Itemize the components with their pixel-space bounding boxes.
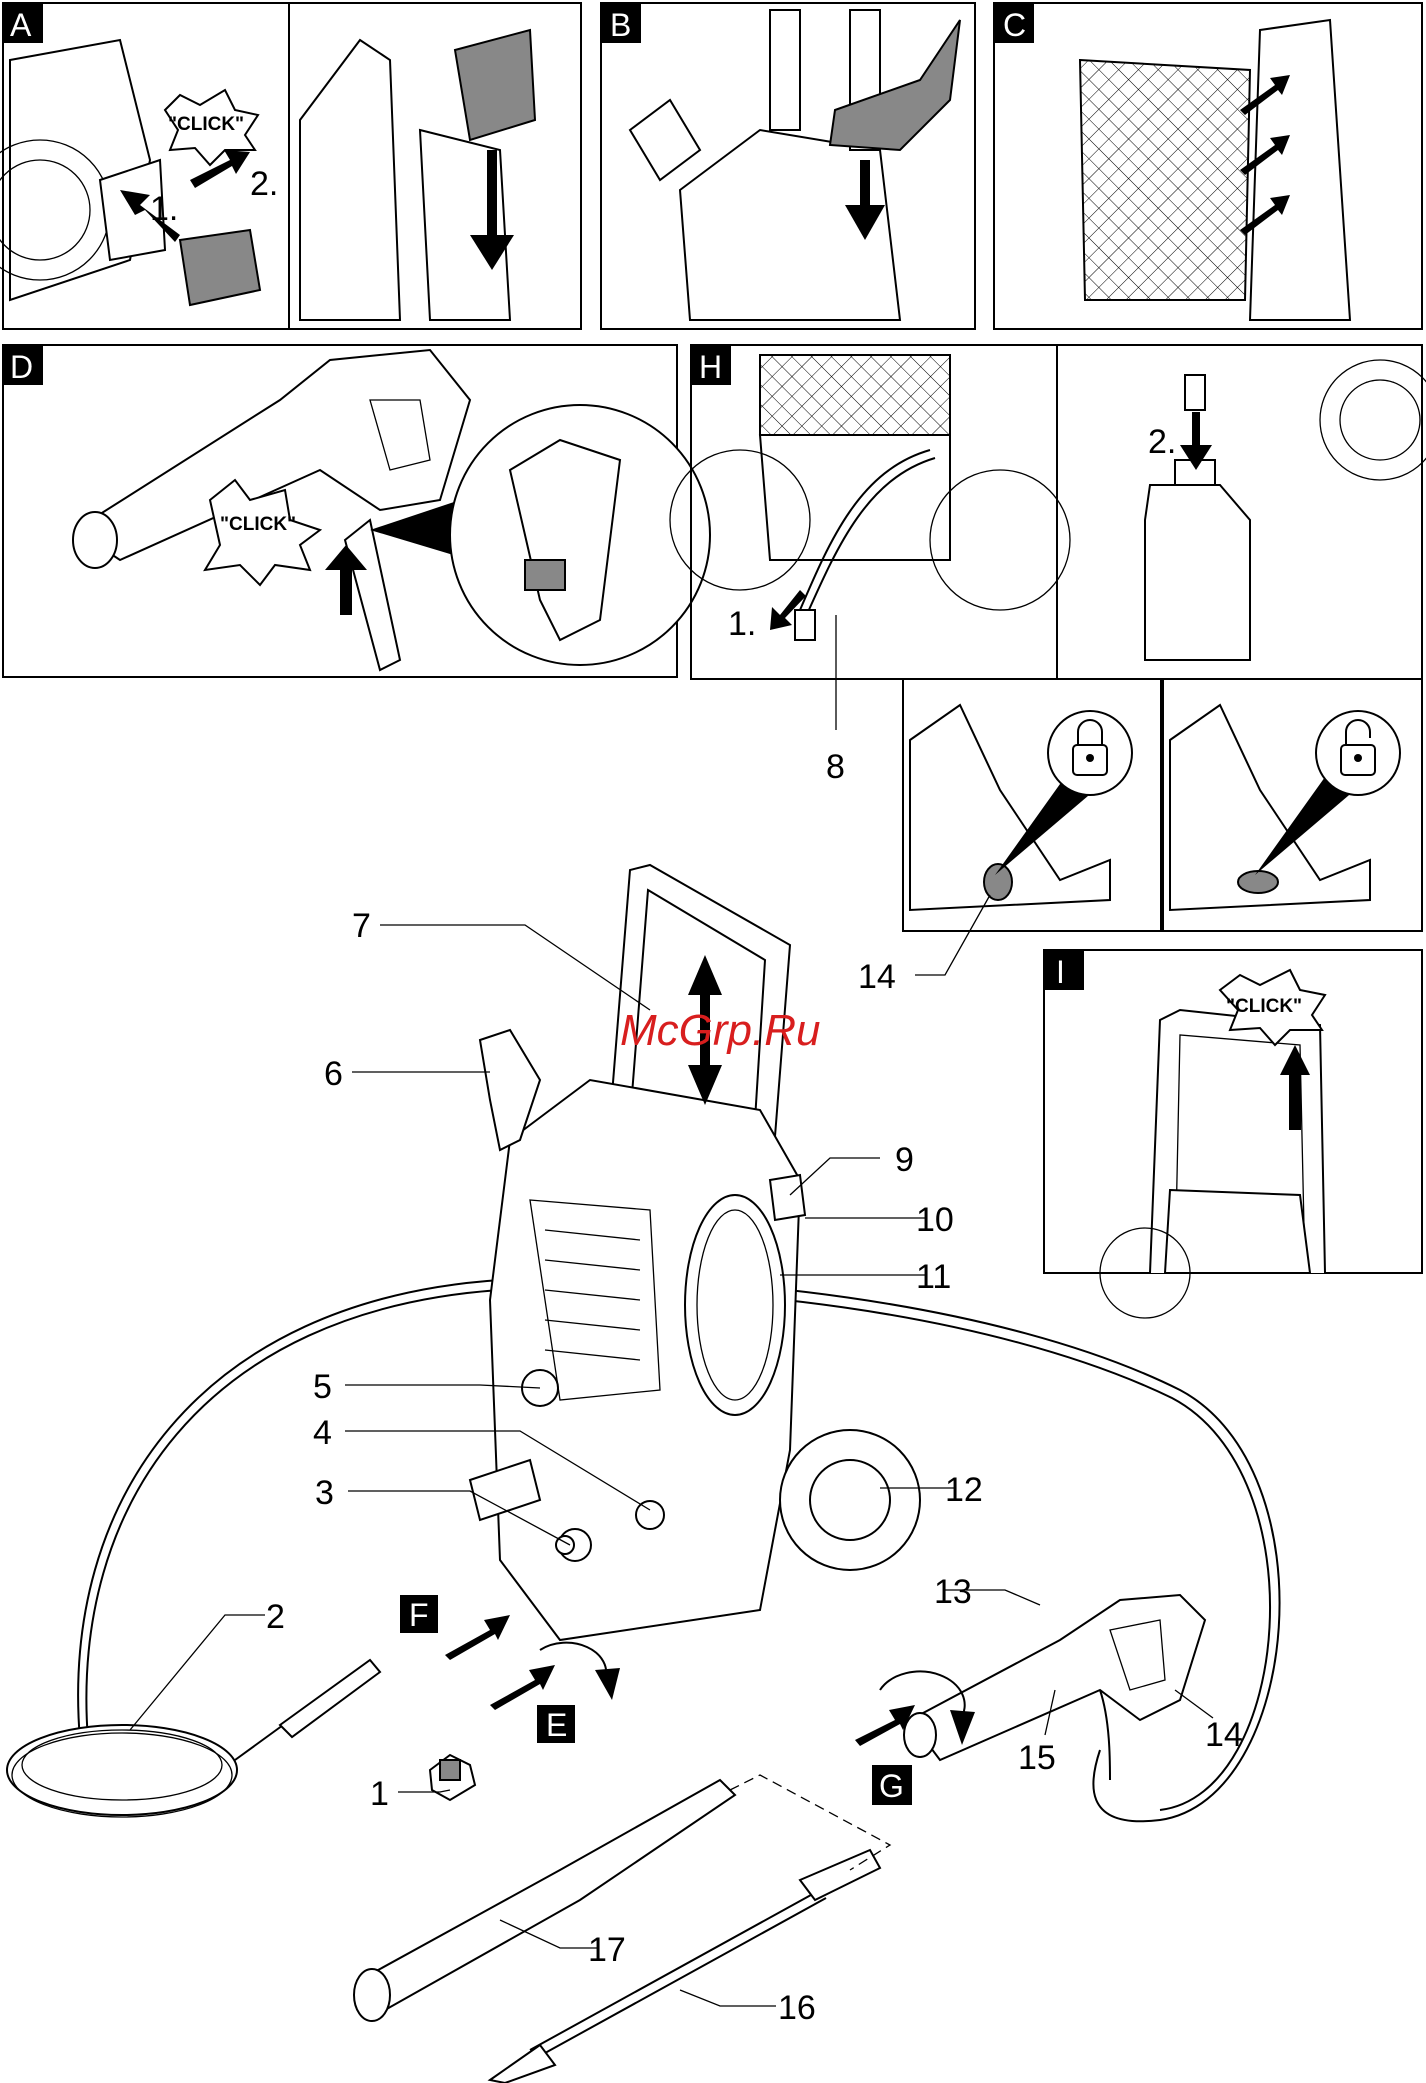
callout-11: 11 bbox=[916, 1258, 951, 1296]
step-1: 1. bbox=[150, 190, 178, 228]
step-2-h: 2. bbox=[1148, 423, 1176, 461]
callout-8: 8 bbox=[826, 748, 845, 786]
click-text: "CLICK" bbox=[168, 114, 244, 135]
tag-e: E bbox=[546, 1707, 567, 1743]
panel-i: I "CLICK" bbox=[1043, 949, 1423, 1319]
panel-label-a: A bbox=[10, 7, 32, 43]
callout-14-lock: 14 bbox=[858, 958, 896, 996]
step-1-h: 1. bbox=[728, 605, 756, 643]
panel-h: H 1. 2. 8 bbox=[669, 344, 1426, 786]
panel-label-h: H bbox=[699, 349, 722, 385]
watermark: McGrp.Ru bbox=[620, 1006, 820, 1055]
callout-9: 9 bbox=[895, 1141, 914, 1179]
callout-14-gun: 14 bbox=[1205, 1716, 1243, 1754]
callout-6: 6 bbox=[324, 1055, 343, 1093]
click-text-i: "CLICK" bbox=[1226, 996, 1302, 1017]
callout-10: 10 bbox=[916, 1201, 954, 1239]
callout-16: 16 bbox=[778, 1989, 816, 2027]
panel-b: B bbox=[600, 2, 976, 330]
callout-13: 13 bbox=[934, 1573, 972, 1611]
callout-17: 17 bbox=[588, 1931, 626, 1969]
lock-panels: 14 bbox=[858, 678, 1423, 996]
step-2: 2. bbox=[250, 165, 278, 203]
callout-4: 4 bbox=[313, 1414, 332, 1452]
callout-1: 1 bbox=[370, 1775, 389, 1813]
callout-2: 2 bbox=[266, 1598, 285, 1636]
accessories: F E G bbox=[353, 1593, 1207, 2083]
pressure-washer-overview bbox=[6, 863, 1281, 1823]
tag-g: G bbox=[879, 1768, 904, 1804]
panel-label-i: I bbox=[1056, 954, 1065, 990]
panel-c: C bbox=[993, 2, 1423, 330]
callout-5: 5 bbox=[313, 1368, 332, 1406]
panel-a: A "CLICK" 1. 2. bbox=[0, 2, 582, 330]
panel-label-d: D bbox=[10, 349, 33, 385]
panel-label-b: B bbox=[610, 7, 631, 43]
callout-numbers: 7 6 9 10 11 5 4 3 12 2 13 14 15 1 17 16 bbox=[266, 907, 1243, 2027]
click-text-d: "CLICK" bbox=[220, 514, 296, 535]
callout-12: 12 bbox=[945, 1471, 983, 1509]
tag-f: F bbox=[409, 1597, 429, 1633]
callout-7: 7 bbox=[352, 907, 371, 945]
callout-15: 15 bbox=[1018, 1739, 1056, 1777]
panel-label-c: C bbox=[1003, 7, 1026, 43]
leader-lines bbox=[129, 924, 1214, 2007]
callout-3: 3 bbox=[315, 1474, 334, 1512]
panel-d: D "CLICK" bbox=[2, 344, 711, 678]
